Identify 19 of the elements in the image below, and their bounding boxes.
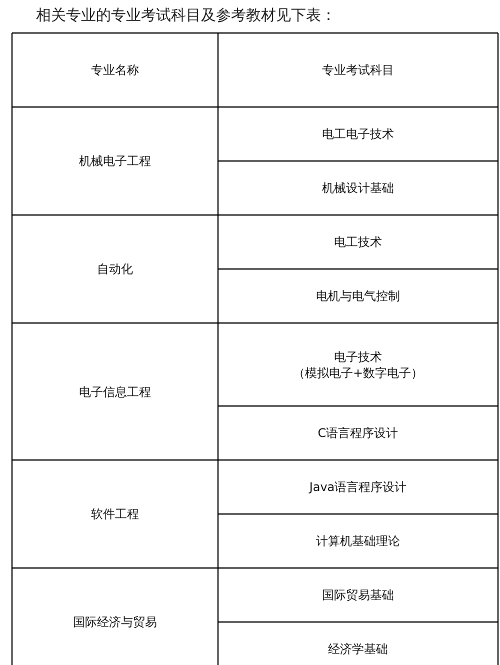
- subject-name: C语言程序设计: [318, 425, 398, 441]
- subject-name: （模拟电子+数字电子）: [292, 364, 424, 380]
- subject-name: 机械设计基础: [322, 180, 394, 196]
- subject-name: Java语言程序设计: [309, 479, 407, 495]
- subject-name: 电工电子技术: [322, 126, 394, 142]
- major-name: 国际经济与贸易: [73, 614, 157, 630]
- subject-name: 电子技术: [334, 348, 382, 364]
- table-heading: 相关专业的专业考试科目及参考教材见下表：: [36, 6, 336, 25]
- subject-name: 经济学基础: [328, 641, 388, 657]
- subject-name: 电机与电气控制: [316, 288, 400, 304]
- column-header: 专业名称: [91, 62, 139, 78]
- subject-name: 电工技术: [334, 234, 382, 250]
- major-name: 电子信息工程: [79, 384, 151, 400]
- subject-name: 国际贸易基础: [322, 587, 394, 603]
- major-name: 自动化: [97, 261, 133, 277]
- major-name: 软件工程: [91, 506, 139, 522]
- column-header: 专业考试科目: [322, 62, 394, 78]
- major-name: 机械电子工程: [79, 153, 151, 169]
- subject-name: 计算机基础理论: [316, 533, 400, 549]
